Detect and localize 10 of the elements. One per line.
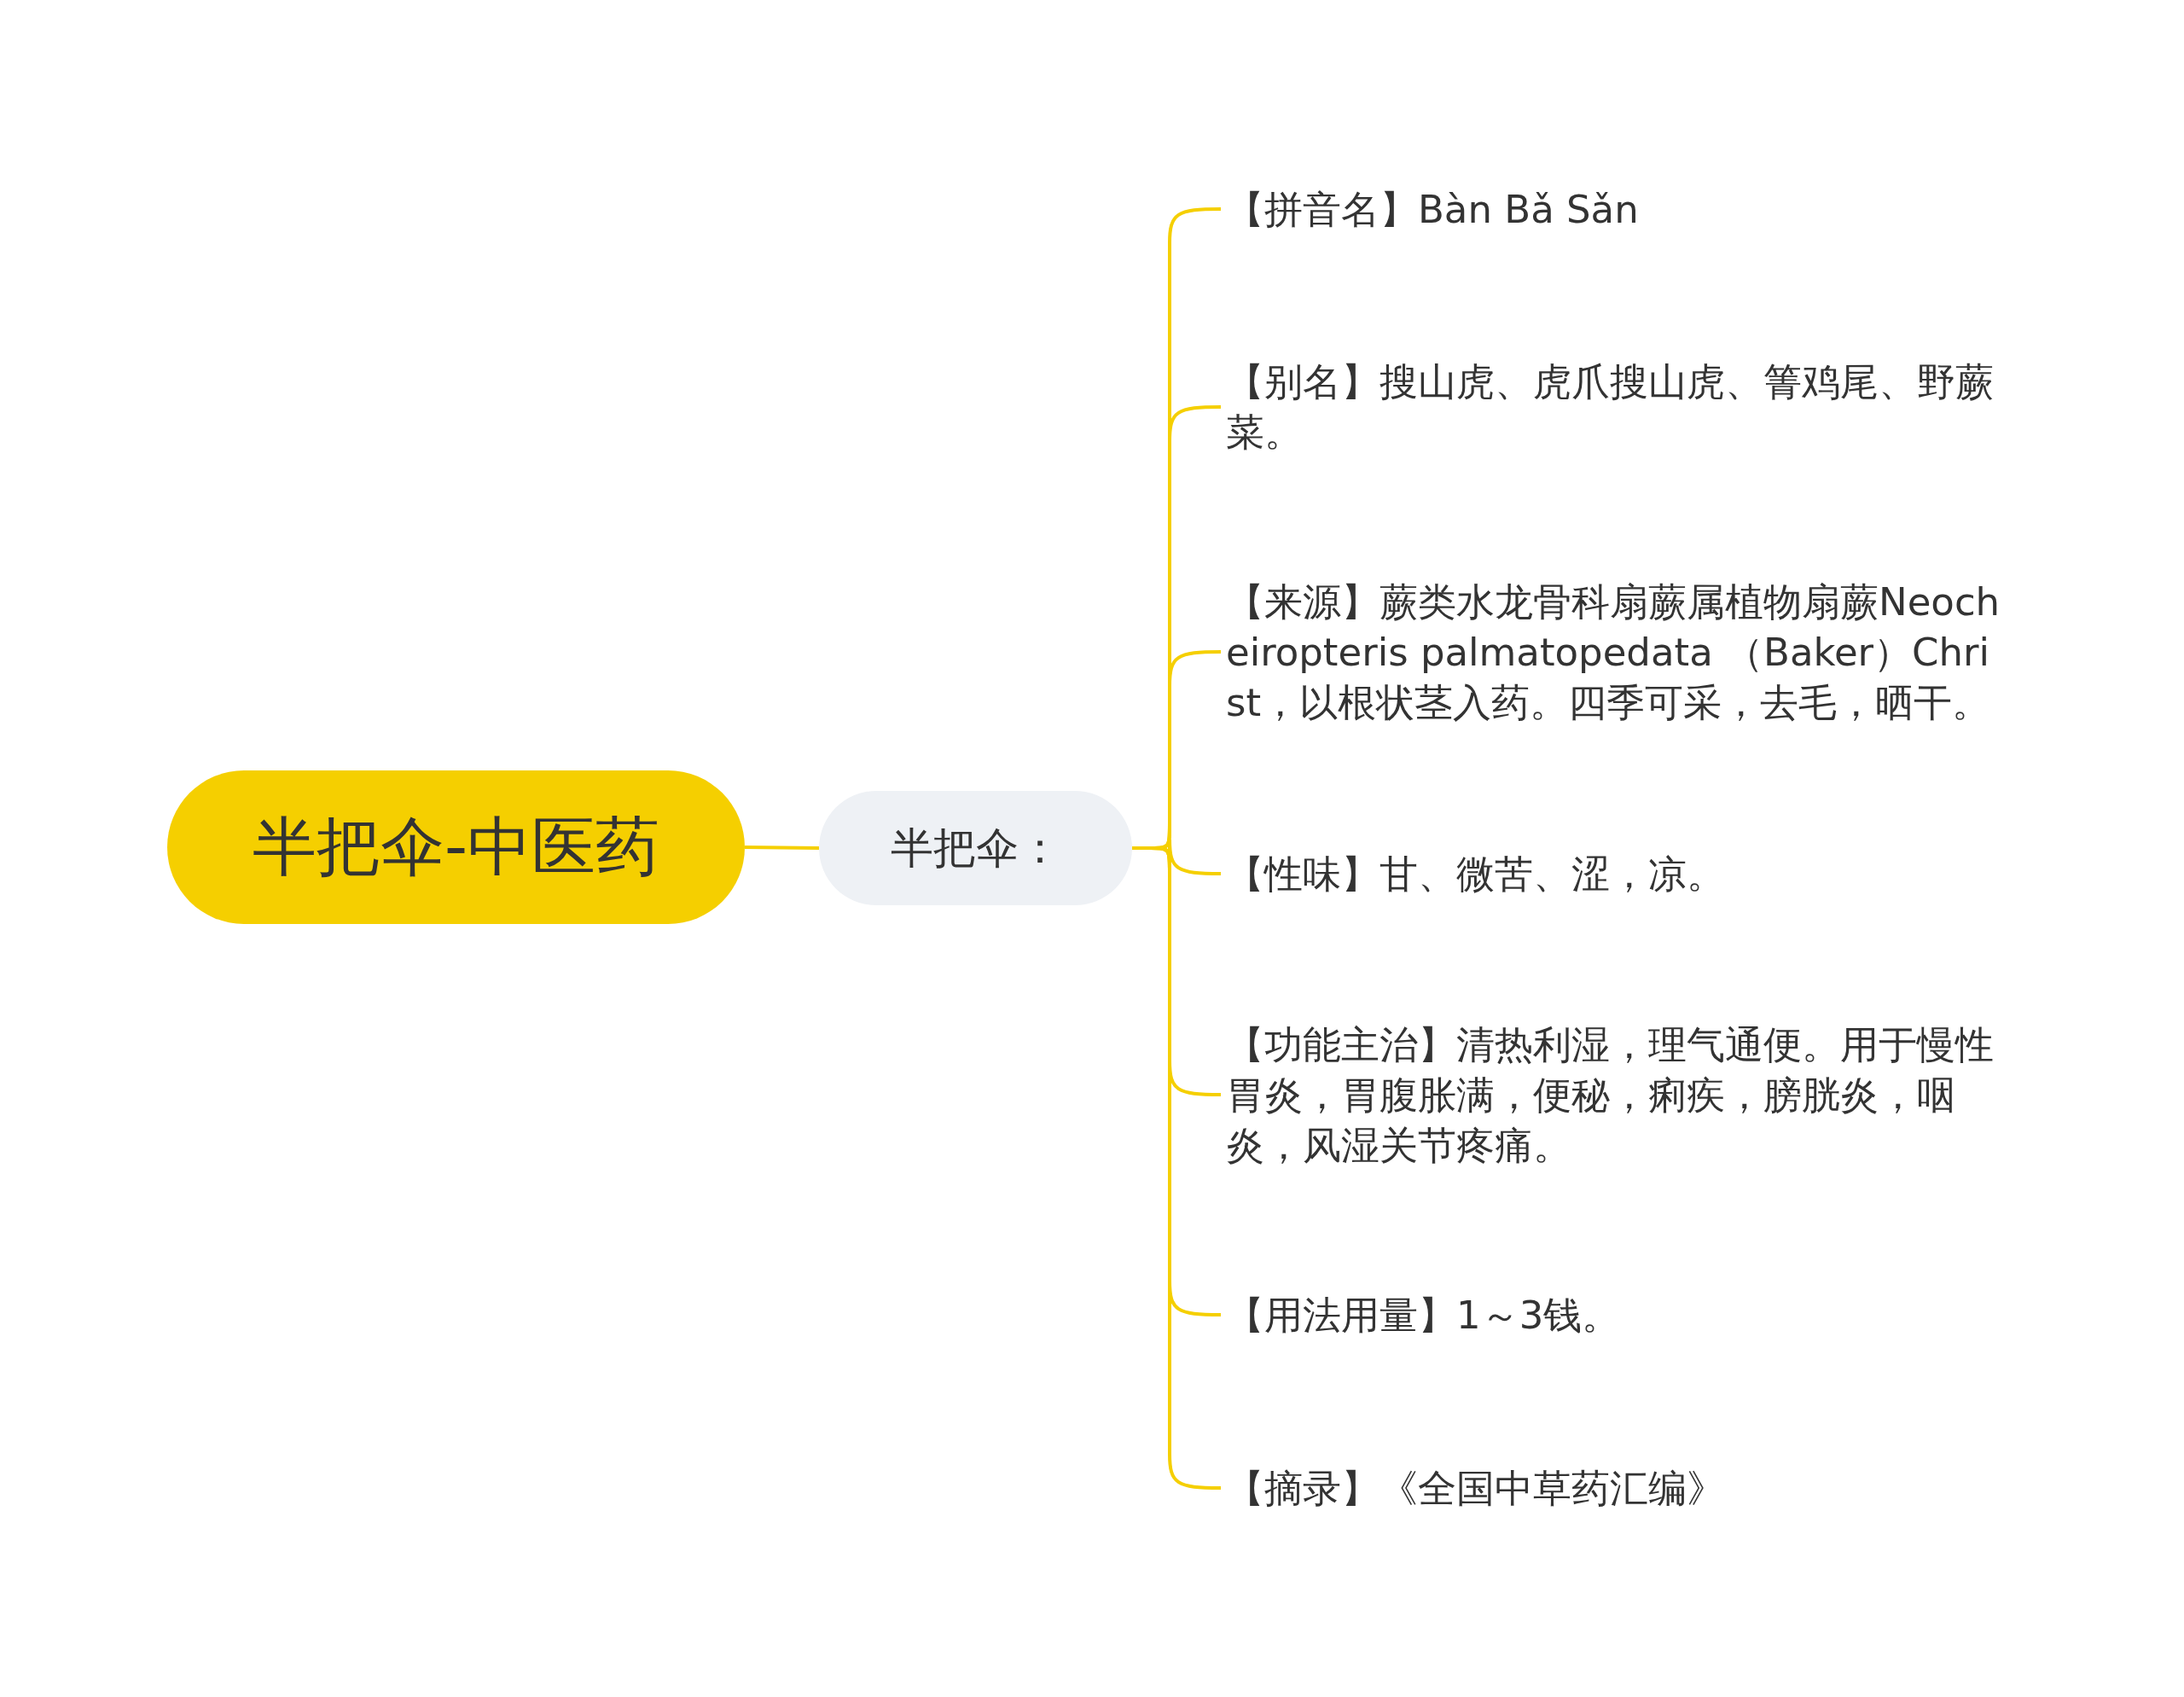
- topic-text: 【拼音名】Bàn Bǎ Sǎn: [1226, 183, 2007, 235]
- topic-text: 【功能主治】清热利湿，理气通便。用于慢性胃炎，胃腹胀满，便秘，痢疾，膀胱炎，咽炎，风湿关节疼痛。: [1226, 1019, 2007, 1171]
- subtopic-pill: 半把伞：: [819, 791, 1132, 905]
- topic-text: 【性味】甘、微苦、涩，凉。: [1226, 848, 2007, 899]
- topic-text: 【来源】蕨类水龙骨科扇蕨属植物扇蕨Neocheiropteris palmatopedata （Baker）Christ，以根状茎入药。四季可采，去毛，晒干。: [1226, 576, 2007, 728]
- topic-text: 【别名】搜山虎、虎爪搜山虎、箐鸡尾、野蕨菜。: [1226, 357, 2007, 457]
- connector-line: [744, 846, 820, 850]
- topic-pill: 半把伞-中医药: [167, 770, 745, 924]
- topic-text: 【用法用量】1～3钱。: [1226, 1289, 2007, 1340]
- topic-text: 【摘录】《全国中草药汇编》: [1226, 1462, 2007, 1514]
